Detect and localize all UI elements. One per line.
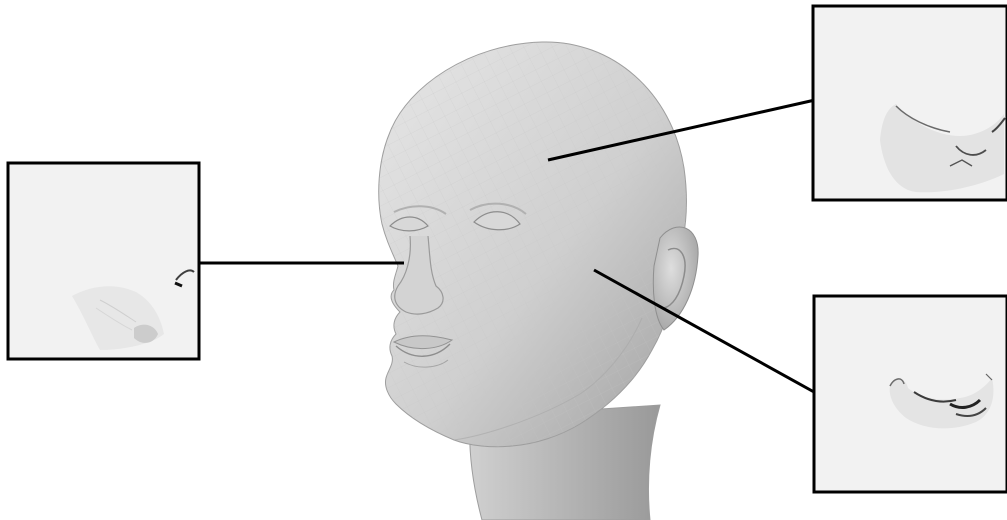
cheek-detail-inset [814, 296, 1007, 492]
forehead-detail-inset [813, 6, 1007, 200]
nose-detail-inset [8, 163, 199, 359]
